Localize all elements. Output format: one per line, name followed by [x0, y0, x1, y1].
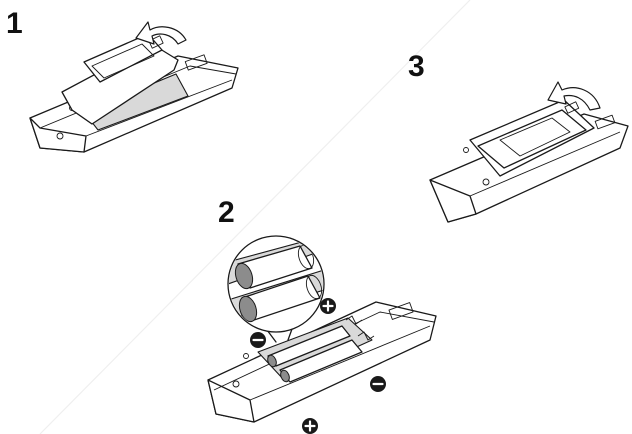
remote-control-step-3 — [429, 113, 629, 223]
minus-marker-icon — [370, 376, 386, 392]
remote-control-step-2 — [207, 301, 437, 423]
plus-marker-icon — [302, 418, 318, 434]
step-1-group: 1 — [6, 7, 239, 153]
step-3-number: 3 — [408, 50, 425, 83]
callout-battery-lower — [238, 274, 323, 323]
plus-marker-icon — [320, 298, 336, 314]
battery-a — [267, 325, 351, 368]
minus-marker-icon — [250, 332, 266, 348]
step-3-group: 3 — [408, 50, 629, 223]
curved-arrow-icon — [547, 81, 601, 111]
curved-arrow-icon — [135, 21, 187, 45]
battery-b — [279, 339, 363, 383]
background-diagonal — [39, 0, 471, 434]
step-2-group: 2 — [207, 196, 437, 434]
battery-cover-step-3 — [469, 99, 595, 177]
battery-callout-magnifier — [227, 235, 325, 343]
step-1-number: 1 — [6, 7, 23, 40]
battery-cover-step-1 — [61, 33, 179, 125]
step-2-number: 2 — [218, 196, 235, 229]
callout-battery-upper — [234, 244, 315, 290]
